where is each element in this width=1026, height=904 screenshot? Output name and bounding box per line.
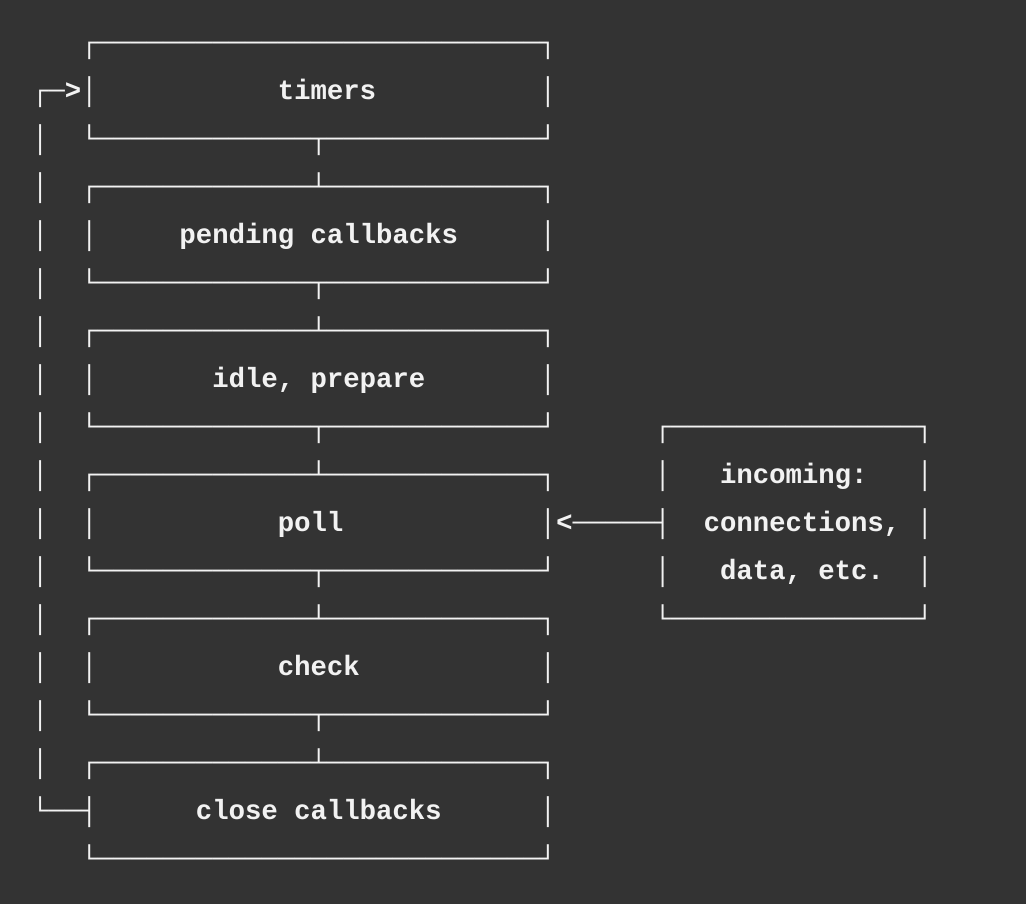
diagram-line-poll-top: │ ┌─────────────┴─────────────┐ │ incomi…	[32, 461, 933, 492]
diagram-line-check-bottom: │ └─────────────┬─────────────┘	[32, 701, 557, 732]
diagram-line-idle-prepare: │ │ idle, prepare │	[32, 365, 557, 396]
diagram-line-check: │ │ check │	[32, 653, 557, 684]
diagram-line-idle-bottom: │ └─────────────┬─────────────┘ ┌───────…	[32, 413, 933, 444]
event-loop-diagram: ┌───────────────────────────┐ ┌─>│ timer…	[32, 21, 933, 885]
diagram-line-close-bottom: └───────────────────────────┘	[32, 845, 557, 876]
diagram-line-close-callbacks: └──┤ close callbacks │	[32, 797, 557, 828]
diagram-line-pending-top: │ ┌─────────────┴─────────────┐	[32, 173, 557, 204]
diagram-line-timers: ┌─>│ timers │	[32, 77, 557, 108]
diagram-line-timers-top: ┌───────────────────────────┐	[32, 29, 557, 60]
diagram-line-timers-bottom: │ └─────────────┬─────────────┘	[32, 125, 557, 156]
diagram-line-pending-callbacks: │ │ pending callbacks │	[32, 221, 557, 252]
diagram-line-idle-top: │ ┌─────────────┴─────────────┐	[32, 317, 557, 348]
diagram-line-close-top: │ ┌─────────────┴─────────────┐	[32, 749, 557, 780]
diagram-line-poll: │ │ poll │<─────┤ connections, │	[32, 509, 933, 540]
diagram-line-check-top: │ ┌─────────────┴─────────────┐ └───────…	[32, 605, 933, 636]
diagram-line-poll-bottom: │ └─────────────┬─────────────┘ │ data, …	[32, 557, 933, 588]
diagram-line-pending-bottom: │ └─────────────┬─────────────┘	[32, 269, 557, 300]
